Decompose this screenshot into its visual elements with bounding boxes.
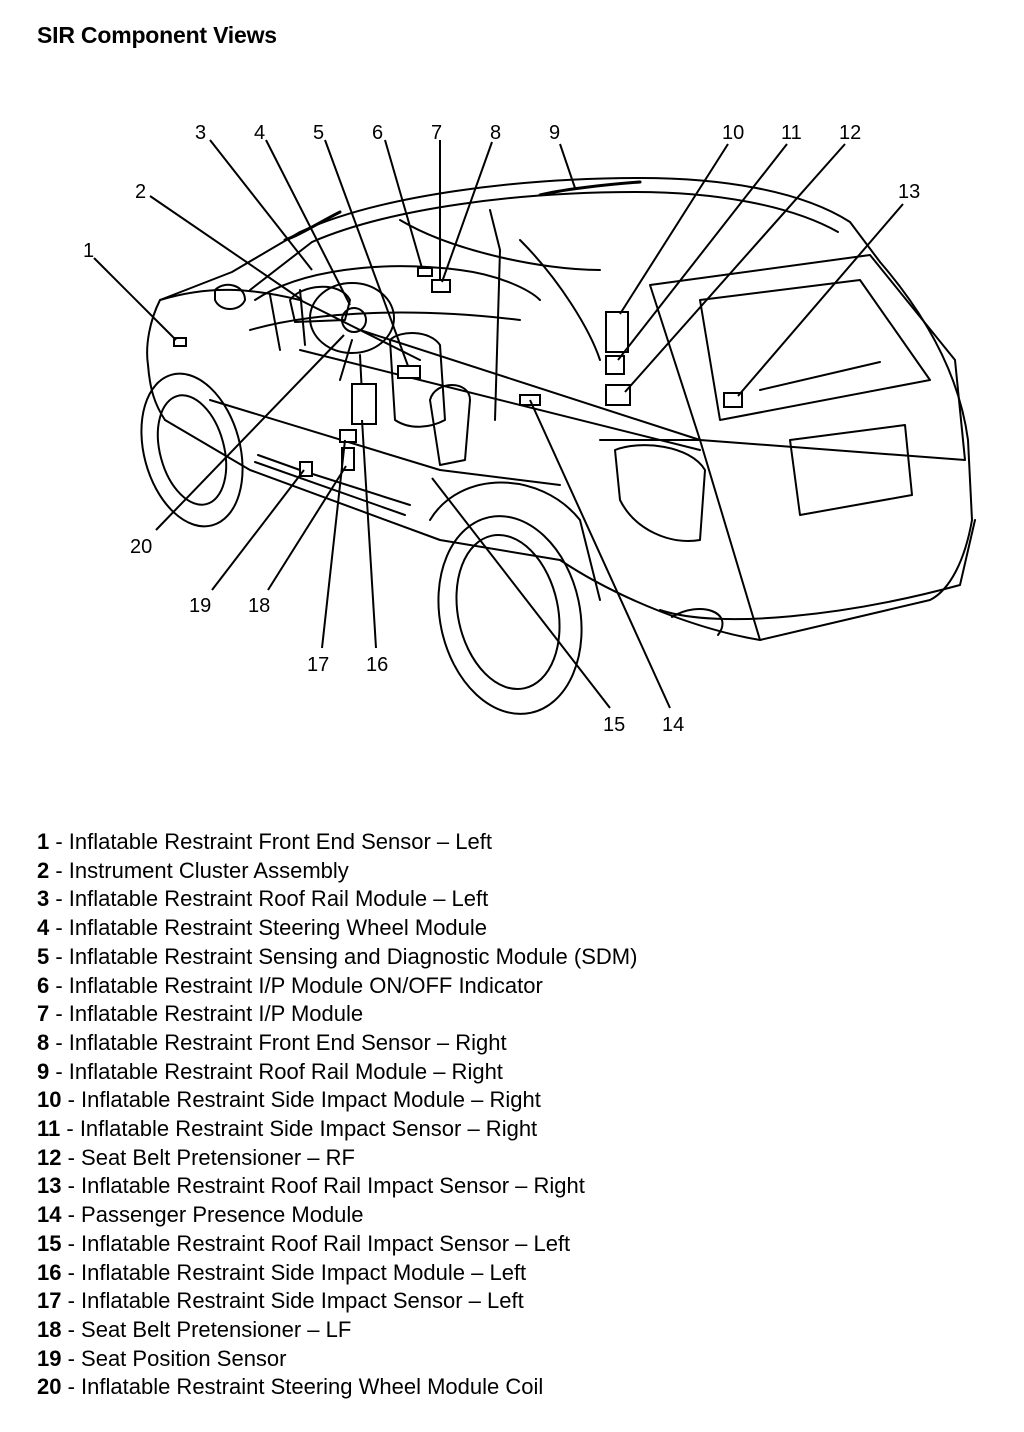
- front-end-sensor-left: [173, 337, 187, 347]
- callout-6: 6: [372, 122, 383, 144]
- legend-item: 8 - Inflatable Restraint Front End Senso…: [37, 1029, 507, 1055]
- legend-item: 1 - Inflatable Restraint Front End Senso…: [37, 829, 492, 854]
- callout-5: 5: [313, 122, 324, 144]
- vehicle-outline: [140, 177, 976, 715]
- callout-9: 9: [549, 122, 560, 144]
- callout-12: 12: [839, 122, 861, 144]
- callout-7: 7: [431, 122, 442, 144]
- ip-module-indicator: [417, 267, 433, 277]
- page-title: SIR Component Views: [37, 22, 277, 48]
- callout-3: 3: [195, 122, 206, 144]
- callout-labels: 1 2 3 4 5 6 7 8 9 10 11 12 13 14 15 16 1…: [83, 122, 920, 736]
- side-impact-module-right: [605, 311, 629, 353]
- callout-18: 18: [248, 595, 270, 617]
- legend-item: 13 - Inflatable Restraint Roof Rail Impa…: [37, 1173, 585, 1199]
- ip-module: [431, 279, 451, 293]
- legend-item: 15 - Inflatable Restraint Roof Rail Impa…: [37, 1230, 571, 1256]
- leader-lines: [93, 139, 904, 709]
- callout-17: 17: [307, 654, 329, 676]
- component-modules: [173, 267, 743, 477]
- callout-10: 10: [722, 122, 744, 144]
- callout-4: 4: [254, 122, 265, 144]
- callout-2: 2: [135, 181, 146, 203]
- legend-item: 16 - Inflatable Restraint Side Impact Mo…: [37, 1259, 527, 1285]
- callout-20: 20: [130, 536, 152, 558]
- legend-item: 6 - Inflatable Restraint I/P Module ON/O…: [37, 972, 543, 998]
- component-legend: 1 - Inflatable Restraint Front End Senso…: [37, 828, 637, 1402]
- callout-8: 8: [490, 122, 501, 144]
- legend-item: 17 - Inflatable Restraint Side Impact Se…: [37, 1288, 524, 1314]
- vehicle-diagram: 1 2 3 4 5 6 7 8 9 10 11 12 13 14 15 16 1…: [83, 122, 976, 736]
- legend-item: 18 - Seat Belt Pretensioner – LF: [37, 1316, 352, 1342]
- sdm-module: [397, 365, 421, 379]
- callout-13: 13: [898, 181, 920, 203]
- side-impact-sensor-right: [605, 355, 625, 375]
- callout-19: 19: [189, 595, 211, 617]
- callout-1: 1: [83, 240, 94, 262]
- legend-item: 10 - Inflatable Restraint Side Impact Mo…: [37, 1087, 541, 1113]
- legend-item: 5 - Inflatable Restraint Sensing and Dia…: [37, 943, 638, 969]
- legend-item: 4 - Inflatable Restraint Steering Wheel …: [37, 915, 488, 941]
- legend-item: 14 - Passenger Presence Module: [37, 1202, 364, 1228]
- legend-item: 9 - Inflatable Restraint Roof Rail Modul…: [37, 1058, 503, 1084]
- side-impact-sensor-left: [339, 429, 357, 443]
- roof-rail-impact-sensor-right: [723, 392, 743, 408]
- callout-11: 11: [781, 122, 802, 144]
- legend-item: 11 - Inflatable Restraint Side Impact Se…: [37, 1116, 538, 1142]
- legend-item: 12 - Seat Belt Pretensioner – RF: [37, 1144, 355, 1170]
- callout-14: 14: [662, 714, 684, 736]
- legend-item: 7 - Inflatable Restraint I/P Module: [37, 1001, 364, 1027]
- legend-item: 3 - Inflatable Restraint Roof Rail Modul…: [37, 886, 489, 912]
- legend-item: 19 - Seat Position Sensor: [37, 1345, 287, 1371]
- seat-belt-pretensioner-rf: [605, 384, 631, 406]
- callout-15: 15: [603, 714, 625, 736]
- callout-16: 16: [366, 654, 388, 676]
- side-impact-module-left: [351, 383, 377, 425]
- legend-item: 2 - Instrument Cluster Assembly: [37, 857, 349, 883]
- legend-item: 20 - Inflatable Restraint Steering Wheel…: [37, 1374, 544, 1400]
